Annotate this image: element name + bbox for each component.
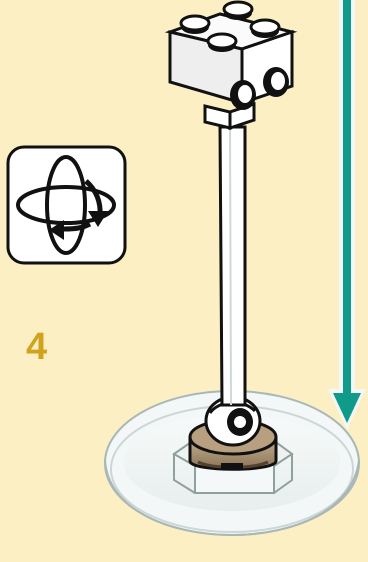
clear-stand-rod	[220, 127, 245, 405]
white-brick	[170, 2, 292, 128]
rotate-model-icon	[6, 145, 127, 265]
down-arrow-icon	[325, 0, 368, 430]
step-number: 4	[26, 322, 66, 372]
